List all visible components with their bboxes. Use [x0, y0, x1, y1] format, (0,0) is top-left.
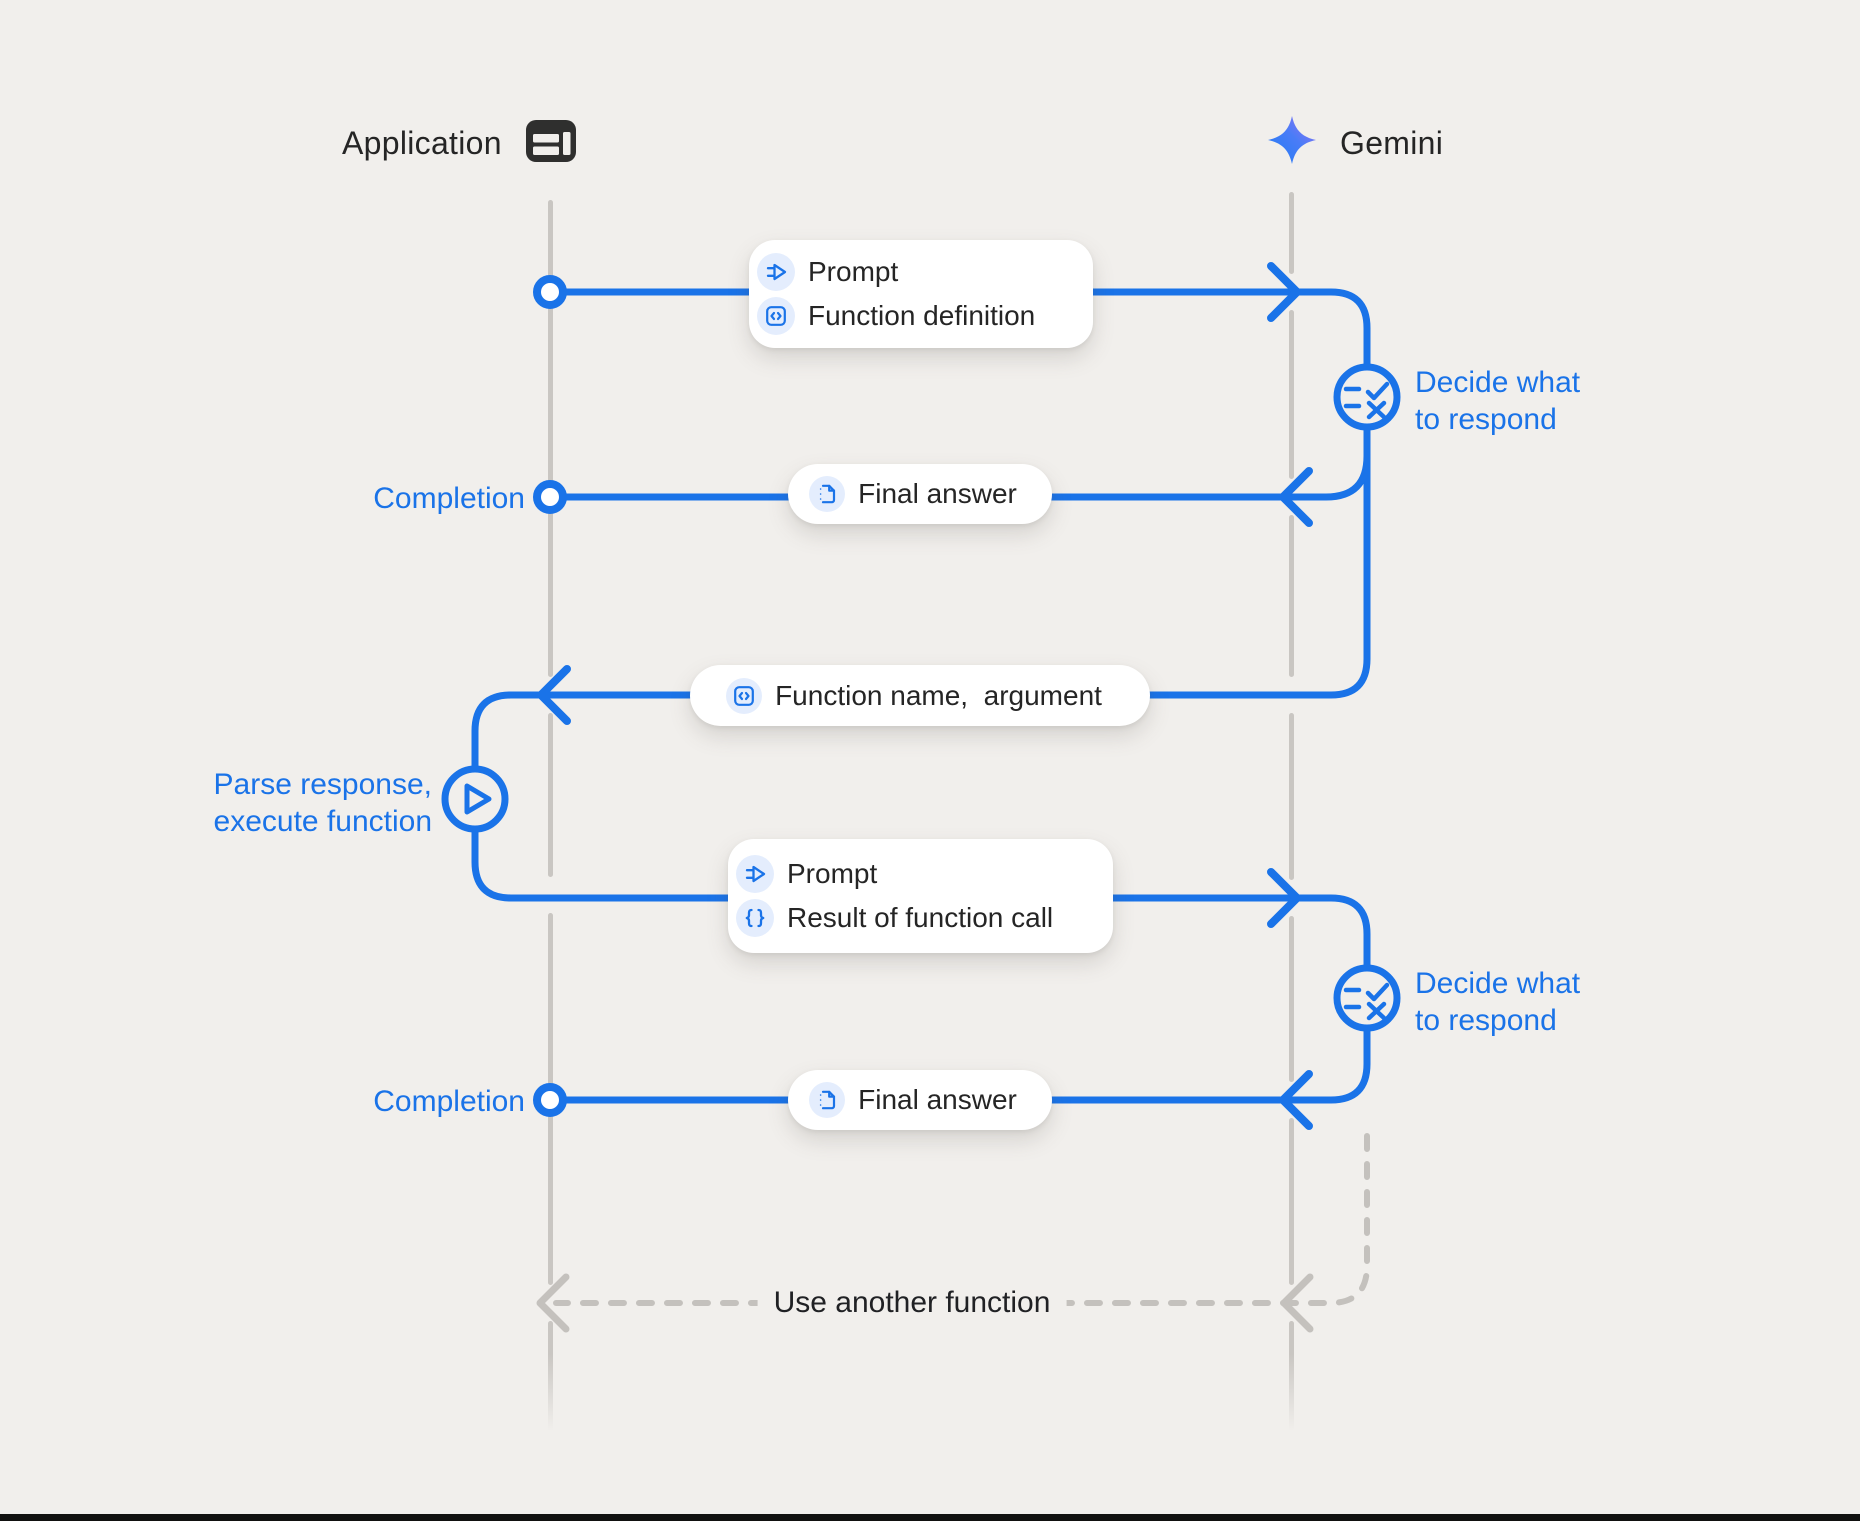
decide-label-1: Decide what to respond [1415, 364, 1580, 438]
arrowhead-right-icon [1267, 262, 1301, 322]
message-label: Final answer [858, 478, 1017, 509]
flow-dashed-loop [553, 1133, 1370, 1306]
decide-label-line: Decide what [1415, 967, 1581, 1000]
decide-label-line: to respond [1415, 1004, 1557, 1037]
message-label: Function name, argument [775, 679, 1102, 711]
endpoint-circle [533, 480, 567, 514]
send-prompt-icon [757, 253, 795, 291]
decide-label-line: to respond [1415, 403, 1557, 436]
message-box-prompt-function-definition: Prompt Function definition [749, 240, 1093, 348]
message-label: Result of function call [787, 902, 1054, 933]
message-label: Function definition [808, 300, 1036, 331]
checklist-decision-icon [1343, 982, 1390, 1021]
message-box-final-answer-2: Final answer [788, 1070, 1052, 1130]
document-icon [809, 476, 846, 512]
parse-execute-line: Parse response, [213, 768, 432, 801]
arrowhead-right-icon [1267, 868, 1301, 928]
arrowhead-left-gray-icon [1280, 1273, 1314, 1333]
use-another-function-label: Use another function [757, 1286, 1067, 1320]
parse-execute-line: execute function [213, 805, 432, 838]
arrowhead-left-gray-icon [536, 1273, 570, 1333]
code-icon [757, 297, 795, 335]
message-row: Prompt [736, 855, 1091, 893]
message-row: Function definition [757, 297, 1071, 335]
arrowhead-left-icon [537, 665, 571, 725]
gemini-lifeline [1289, 310, 1294, 479]
browser-window-icon [526, 120, 576, 162]
endpoint-circle [533, 275, 567, 309]
execute-node [441, 765, 509, 833]
send-prompt-icon [736, 855, 774, 893]
gemini-lifeline [1289, 192, 1294, 274]
document-icon [809, 1082, 846, 1118]
message-box-final-answer-1: Final answer [788, 464, 1052, 524]
message-box-function-name-argument: Function name, argument [690, 665, 1150, 726]
message-row: Result of function call [736, 899, 1091, 937]
message-box-prompt-result: Prompt Result of function call [728, 839, 1113, 953]
play-icon [464, 783, 492, 815]
gemini-lifeline [1289, 515, 1294, 677]
gemini-lifeline [1289, 713, 1294, 880]
decide-label-2: Decide what to respond [1415, 965, 1580, 1039]
code-icon [726, 677, 763, 714]
message-label: Prompt [808, 256, 899, 287]
endpoint-circle [533, 1083, 567, 1117]
checklist-decision-icon [1343, 381, 1390, 420]
gemini-lifeline [1289, 1321, 1294, 1431]
decide-label-line: Decide what [1415, 366, 1581, 399]
arrowhead-left-icon [1279, 1070, 1313, 1130]
application-lifeline [548, 1321, 553, 1431]
message-label: Final answer [858, 1084, 1017, 1115]
application-actor-label: Application [342, 125, 502, 161]
message-row: Prompt [757, 253, 1071, 291]
gemini-spark-icon [1268, 116, 1316, 164]
decide-node-1 [1333, 363, 1401, 431]
braces-icon [736, 899, 774, 937]
flow-branch-final-answer [546, 452, 1371, 501]
application-lifeline [548, 200, 553, 677]
gemini-lifeline [1289, 916, 1294, 1082]
parse-execute-label: Parse response, execute function [214, 766, 432, 840]
gemini-lifeline [1289, 1118, 1294, 1285]
bottom-edge-bar [0, 1514, 1860, 1521]
decide-node-2 [1333, 964, 1401, 1032]
arrowhead-left-icon [1279, 467, 1313, 527]
completion-label-1: Completion [373, 482, 525, 515]
completion-label-2: Completion [373, 1085, 525, 1118]
gemini-actor-label: Gemini [1340, 125, 1444, 161]
message-label: Prompt [787, 858, 878, 889]
application-lifeline [548, 713, 553, 877]
